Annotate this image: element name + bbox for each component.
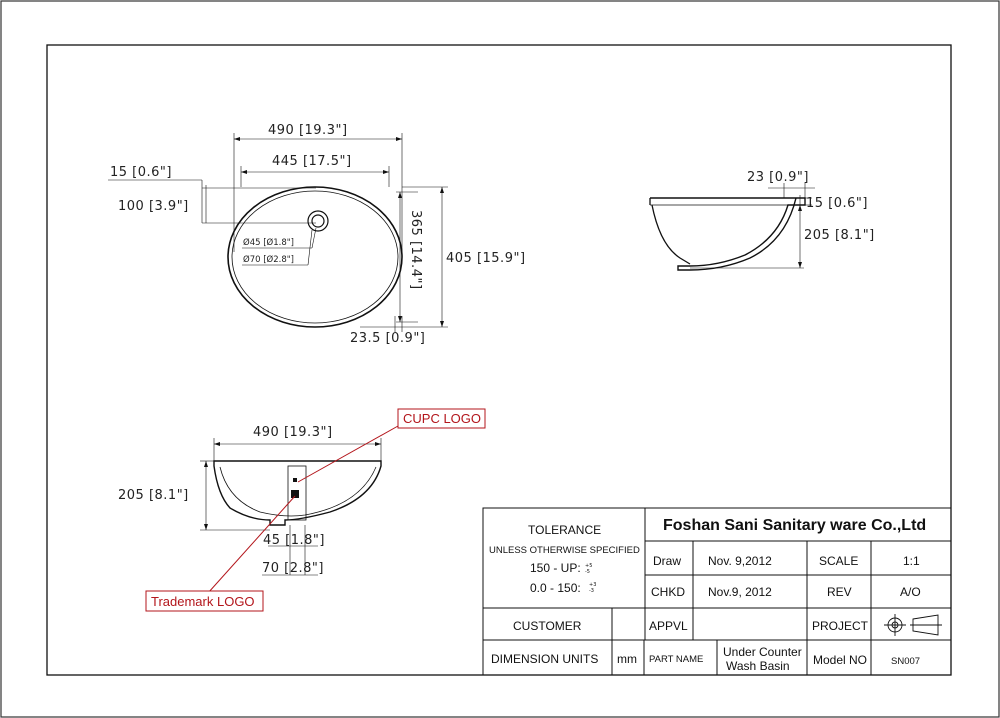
front-drain-neck bbox=[287, 465, 307, 521]
side-bowl-curve bbox=[651, 204, 691, 265]
company-name: Foshan Sani Sanitary ware Co.,Ltd bbox=[663, 517, 926, 534]
rev-value: A/O bbox=[900, 585, 921, 599]
drain-hole-small bbox=[311, 214, 325, 228]
front-bowl-inner-curve bbox=[219, 466, 377, 517]
chkd-date: Nov.9, 2012 bbox=[708, 585, 772, 599]
dimension-units-label: DIMENSION UNITS bbox=[491, 652, 598, 666]
front-bowl-outline bbox=[213, 460, 382, 526]
part-name-line-2: Wash Basin bbox=[726, 659, 790, 673]
projection-symbol-icon bbox=[884, 614, 942, 636]
cupc-logo-callout-box bbox=[397, 408, 486, 429]
model-no-label: Model NO bbox=[813, 653, 867, 667]
customer-label: CUSTOMER bbox=[513, 619, 582, 633]
part-name-label: PART NAME bbox=[649, 654, 703, 665]
side-flange-label: 23 [0.9"] bbox=[747, 170, 809, 185]
svg-text:+3: +3 bbox=[589, 582, 596, 588]
front-height-label: 205 [8.1"] bbox=[118, 488, 189, 503]
top-overall-width-label: 490 [19.3"] bbox=[268, 123, 348, 138]
rev-label: REV bbox=[827, 585, 852, 599]
svg-text:+5: +5 bbox=[585, 563, 592, 569]
project-label: PROJECT bbox=[812, 619, 869, 633]
tolerance-note: UNLESS OTHERWISE SPECIFIED bbox=[489, 545, 640, 556]
top-overall-depth-label: 405 [15.9"] bbox=[446, 251, 526, 266]
callout-leaders bbox=[207, 425, 399, 594]
trademark-logo-mark bbox=[291, 478, 299, 498]
drain-hole-large bbox=[307, 210, 329, 232]
drawing-frame bbox=[46, 44, 952, 676]
trademark-logo-callout: Trademark LOGO bbox=[151, 594, 255, 609]
front-drain-small-label: 45 [1.8"] bbox=[263, 533, 325, 548]
tolerance-superscripts: +5-5 +3-3 bbox=[585, 563, 596, 594]
cupc-logo-callout: CUPC LOGO bbox=[403, 411, 481, 426]
tolerance-heading: TOLERANCE bbox=[528, 523, 601, 537]
tolerance-range-1: 150 - UP: bbox=[530, 561, 581, 575]
top-view bbox=[108, 133, 448, 332]
dimension-units-value: mm bbox=[617, 652, 637, 666]
svg-text:-3: -3 bbox=[589, 588, 594, 594]
appvl-label: APPVL bbox=[649, 619, 688, 633]
title-block bbox=[482, 507, 952, 676]
top-hole-small-label: Ø45 [Ø1.8"] bbox=[243, 237, 294, 248]
side-rim-label: 15 [0.6"] bbox=[806, 196, 868, 211]
front-width-label: 490 [19.3"] bbox=[253, 425, 333, 440]
tolerance-range-2: 0.0 - 150: bbox=[530, 581, 581, 595]
svg-text:-5: -5 bbox=[585, 569, 590, 575]
side-profile-outline bbox=[650, 197, 806, 271]
top-hole-large-label: Ø70 [Ø2.8"] bbox=[243, 254, 294, 265]
scale-label: SCALE bbox=[819, 554, 858, 568]
draw-label: Draw bbox=[653, 554, 681, 568]
draw-date: Nov. 9,2012 bbox=[708, 554, 772, 568]
basin-inner-outline bbox=[231, 190, 399, 324]
top-hole-offset-label: 100 [3.9"] bbox=[118, 199, 189, 214]
front-view bbox=[200, 438, 382, 576]
side-view bbox=[649, 183, 815, 271]
top-edge-label: 23.5 [0.9"] bbox=[350, 331, 425, 346]
part-name-line-1: Under Counter bbox=[723, 645, 802, 659]
top-inner-width-label: 445 [17.5"] bbox=[272, 154, 352, 169]
front-drain-large-label: 70 [2.8"] bbox=[262, 561, 324, 576]
model-no-value: SN007 bbox=[891, 656, 920, 667]
side-height-label: 205 [8.1"] bbox=[804, 228, 875, 243]
top-rim-label: 15 [0.6"] bbox=[110, 165, 172, 180]
trademark-logo-callout-box bbox=[145, 590, 264, 612]
top-inner-depth-label: 365 [14.4"] bbox=[408, 210, 423, 290]
chkd-label: CHKD bbox=[651, 585, 685, 599]
scale-value: 1:1 bbox=[903, 554, 920, 568]
